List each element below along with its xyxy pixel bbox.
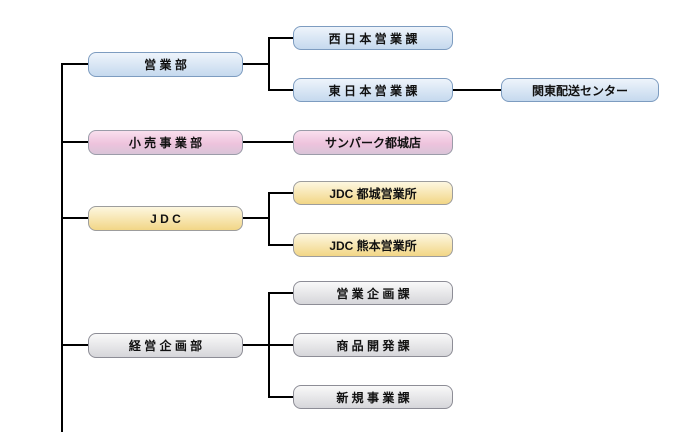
trunk-line (61, 63, 63, 432)
node-new-business[interactable]: 新 規 事 業 課 (293, 385, 453, 409)
node-product-development[interactable]: 商 品 開 発 課 (293, 333, 453, 357)
connector-line (268, 192, 270, 246)
connector-line (61, 141, 88, 143)
connector-line (268, 292, 293, 294)
node-sales-dept[interactable]: 営 業 部 (88, 52, 243, 77)
node-jdc[interactable]: J D C (88, 206, 243, 231)
connector-line (268, 396, 293, 398)
connector-line (61, 344, 88, 346)
connector-line (268, 244, 293, 246)
node-retail-division[interactable]: 小 売 事 業 部 (88, 130, 243, 155)
node-corporate-planning-dept[interactable]: 経 営 企 画 部 (88, 333, 243, 358)
connector-line (268, 89, 293, 91)
node-jdc-kumamoto-office[interactable]: JDC 熊本営業所 (293, 233, 453, 257)
connector-line (61, 217, 88, 219)
node-west-japan-sales[interactable]: 西 日 本 営 業 課 (293, 26, 453, 50)
connector-line (268, 344, 293, 346)
connector-line (268, 37, 293, 39)
node-sunpark-miyakonojo[interactable]: サンパーク都城店 (293, 130, 453, 155)
connector-line (61, 63, 88, 65)
node-east-japan-sales[interactable]: 東 日 本 営 業 課 (293, 78, 453, 102)
connector-line (453, 89, 501, 91)
connector-line (243, 217, 270, 219)
connector-line (268, 192, 293, 194)
node-jdc-miyakonojo-office[interactable]: JDC 都城営業所 (293, 181, 453, 205)
node-sales-planning[interactable]: 営 業 企 画 課 (293, 281, 453, 305)
connector-line (243, 344, 270, 346)
connector-line (243, 63, 270, 65)
connector-line (243, 141, 293, 143)
node-kanto-distribution-center[interactable]: 関東配送センター (501, 78, 659, 102)
connector-line (268, 37, 270, 91)
